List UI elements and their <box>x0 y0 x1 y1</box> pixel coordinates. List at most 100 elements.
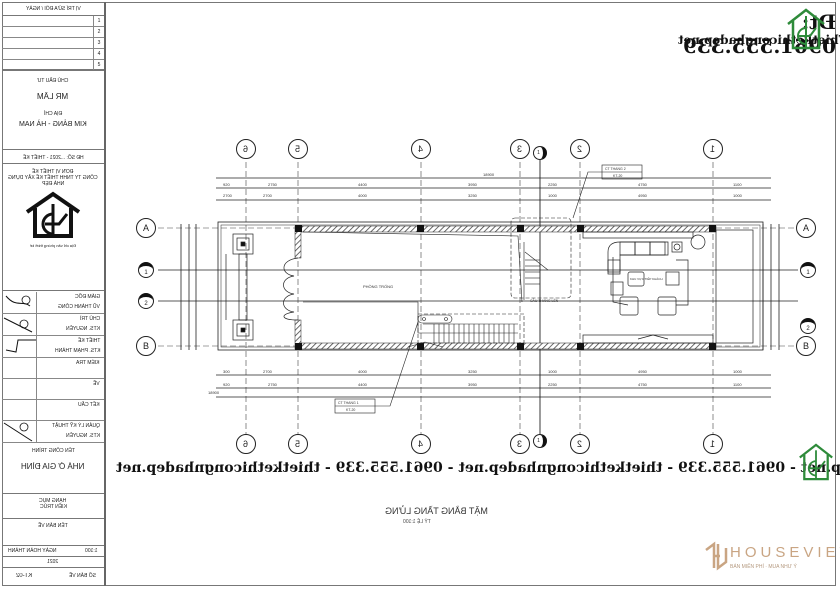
section-mark-2-left: 2 <box>138 293 154 309</box>
svg-text:4950: 4950 <box>638 369 648 374</box>
owner-name: MR LÂM <box>37 92 69 101</box>
svg-text:1100: 1100 <box>733 182 742 187</box>
svg-text:2250: 2250 <box>548 382 558 387</box>
svg-text:KT-20: KT-20 <box>613 174 622 178</box>
svg-text:CT THANG 2: CT THANG 2 <box>605 167 626 171</box>
grid-bubble-3-top: 3 <box>510 139 530 159</box>
revision-row: 4 <box>2 49 104 60</box>
drawing-name-section: TÊN BẢN VẼ <box>2 519 104 546</box>
houseviet-logo-icon <box>705 541 728 571</box>
svg-text:2750: 2750 <box>268 182 278 187</box>
svg-text:3950: 3950 <box>468 382 478 387</box>
location-label: ĐỊA CHỈ <box>43 111 63 117</box>
staff-row: CHỦ TRÌ KTS. NGUYỄN <box>2 314 104 336</box>
grid-bubble-5-top: 5 <box>288 139 308 159</box>
owner-label: CHỦ ĐẦU TƯ <box>37 78 69 84</box>
revision-header: VỊ TRÍ SỬA ĐỔI / NGÀY <box>2 2 104 16</box>
sheet-row: KT-02 SỐ BẢN VẼ <box>16 573 96 579</box>
drawing-area: Đt: 0961.555.339 Thietkethiconghadep.net <box>108 2 840 586</box>
svg-text:4000: 4000 <box>358 193 368 198</box>
grid-bubble-6-bottom: 6 <box>236 434 256 454</box>
revision-row: 3 <box>2 38 104 49</box>
grid-bubble-a-left: A <box>136 218 156 238</box>
svg-text:1000: 1000 <box>733 369 743 374</box>
green-house-logo-icon <box>799 443 833 481</box>
svg-text:18900: 18900 <box>483 172 495 177</box>
revision-row: 2 <box>2 27 104 38</box>
location: KIM BẢNG - HÀ NAM <box>19 121 87 128</box>
grid-bubble-b-left: B <box>136 336 156 356</box>
grid-bubble-2-top: 2 <box>570 139 590 159</box>
revision-row: 1 <box>2 16 104 27</box>
svg-text:1000: 1000 <box>548 193 558 198</box>
brand-slogan: BÁN MIỄN PHÍ · MUA NHƯ Ý <box>730 564 797 570</box>
grid-bubble-1-top: 1 <box>703 139 723 159</box>
watermark-band: thietkethicongnhadep.net - 0961.555.339 … <box>116 460 840 476</box>
date-row: 2021 <box>2 557 104 568</box>
staff-row: QUẢN LÝ KỸ THUẬT KTS. NGUYỄN <box>2 421 104 443</box>
project-label: TÊN CÔNG TRÌNH <box>31 448 75 454</box>
room-label: PHÒNG TRỐNG <box>363 284 393 289</box>
section-mark-1-right: 1 <box>800 262 816 278</box>
grid-bubble-1-bottom: 1 <box>703 434 723 454</box>
phase-section: HẠNG MỤC KIẾN TRÚC <box>2 494 104 519</box>
section-mark-top: 1 <box>533 146 547 160</box>
svg-text:1000: 1000 <box>548 369 558 374</box>
designer-section: ĐƠN VỊ THIẾT KẾ CÔNG TY TNHH THIẾT KẾ XÂ… <box>2 165 104 291</box>
living-area-label: KHU VỰC TIẾP KHÁCH <box>630 276 663 281</box>
svg-text:KT-20: KT-20 <box>346 408 355 412</box>
grid-bubble-a-right: A <box>796 218 816 238</box>
designer-short: NHÀ ĐẸP <box>41 181 65 187</box>
section-mark-bottom: 1 <box>533 434 547 448</box>
staff-row: THIẾT KẾ KTS. PHẠM THÀNH <box>2 336 104 358</box>
svg-text:4750: 4750 <box>638 382 648 387</box>
owner-section: CHỦ ĐẦU TƯ MR LÂM ĐỊA CHỈ KIM BẢNG - HÀ … <box>2 72 104 150</box>
staff-row: VẼ <box>2 379 104 400</box>
signature <box>2 314 37 335</box>
staff-row: KẾT CẤU <box>2 400 104 421</box>
signature <box>2 292 37 313</box>
svg-text:3950: 3950 <box>468 182 478 187</box>
grid-bubble-b-right: B <box>796 336 816 356</box>
grid-bubble-5-bottom: 5 <box>288 434 308 454</box>
grid-bubble-2-bottom: 2 <box>570 434 590 454</box>
svg-text:4950: 4950 <box>638 193 648 198</box>
svg-text:920: 920 <box>223 382 230 387</box>
svg-text:1100: 1100 <box>733 382 742 387</box>
svg-text:4400: 4400 <box>358 382 368 387</box>
green-house-logo-icon <box>787 8 825 50</box>
company-logo-icon <box>25 191 81 238</box>
svg-text:1000: 1000 <box>733 193 743 198</box>
grid-bubble-4-bottom: 4 <box>411 434 431 454</box>
svg-text:4400: 4400 <box>358 182 368 187</box>
drawing-title: MẶT BẰNG TẦNG LỬNG <box>385 506 488 516</box>
brand-name: HOUSEVIET <box>730 544 840 561</box>
svg-text:2700: 2700 <box>263 193 273 198</box>
designer-address: Địa chỉ văn phòng thiết kế <box>29 243 77 248</box>
svg-text:CT THANG 1: CT THANG 1 <box>338 401 359 405</box>
staff-row: KIỂM TRA <box>2 358 104 379</box>
svg-text:18900: 18900 <box>208 390 220 395</box>
contract-number: HĐ SỐ: ...2021 - THIẾT KẾ <box>2 152 104 164</box>
section-mark-2-right: 2 <box>800 318 816 334</box>
project-section: TÊN CÔNG TRÌNH NHÀ Ở GIA ĐÌNH <box>2 444 104 494</box>
project-name: NHÀ Ở GIA ĐÌNH <box>21 462 85 471</box>
svg-text:2750: 2750 <box>268 382 278 387</box>
stair-label: CẦU THANG LÊN <box>530 298 559 303</box>
drawing-scale: TỶ LỆ 1:100 <box>403 519 431 525</box>
signature <box>2 421 37 442</box>
svg-text:4750: 4750 <box>638 182 648 187</box>
signature <box>2 336 37 357</box>
grid-bubble-3-bottom: 3 <box>510 434 530 454</box>
floor-plan: PHÒNG TRỐNG <box>158 152 798 442</box>
svg-text:2700: 2700 <box>263 369 273 374</box>
scale-row: NGÀY HOÀN THÀNH 1:100 <box>2 546 104 557</box>
svg-text:920: 920 <box>223 182 230 187</box>
staff-row: GIÁM ĐỐC VŨ THÀNH CÔNG <box>2 292 104 314</box>
grid-bubble-6-top: 6 <box>236 139 256 159</box>
svg-text:3250: 3250 <box>468 193 478 198</box>
revision-row: 5 <box>2 60 104 71</box>
title-block: VỊ TRÍ SỬA ĐỔI / NGÀY 1 2 3 4 5 CHỦ ĐẦU … <box>2 2 106 586</box>
grid-bubble-4-top: 4 <box>411 139 431 159</box>
